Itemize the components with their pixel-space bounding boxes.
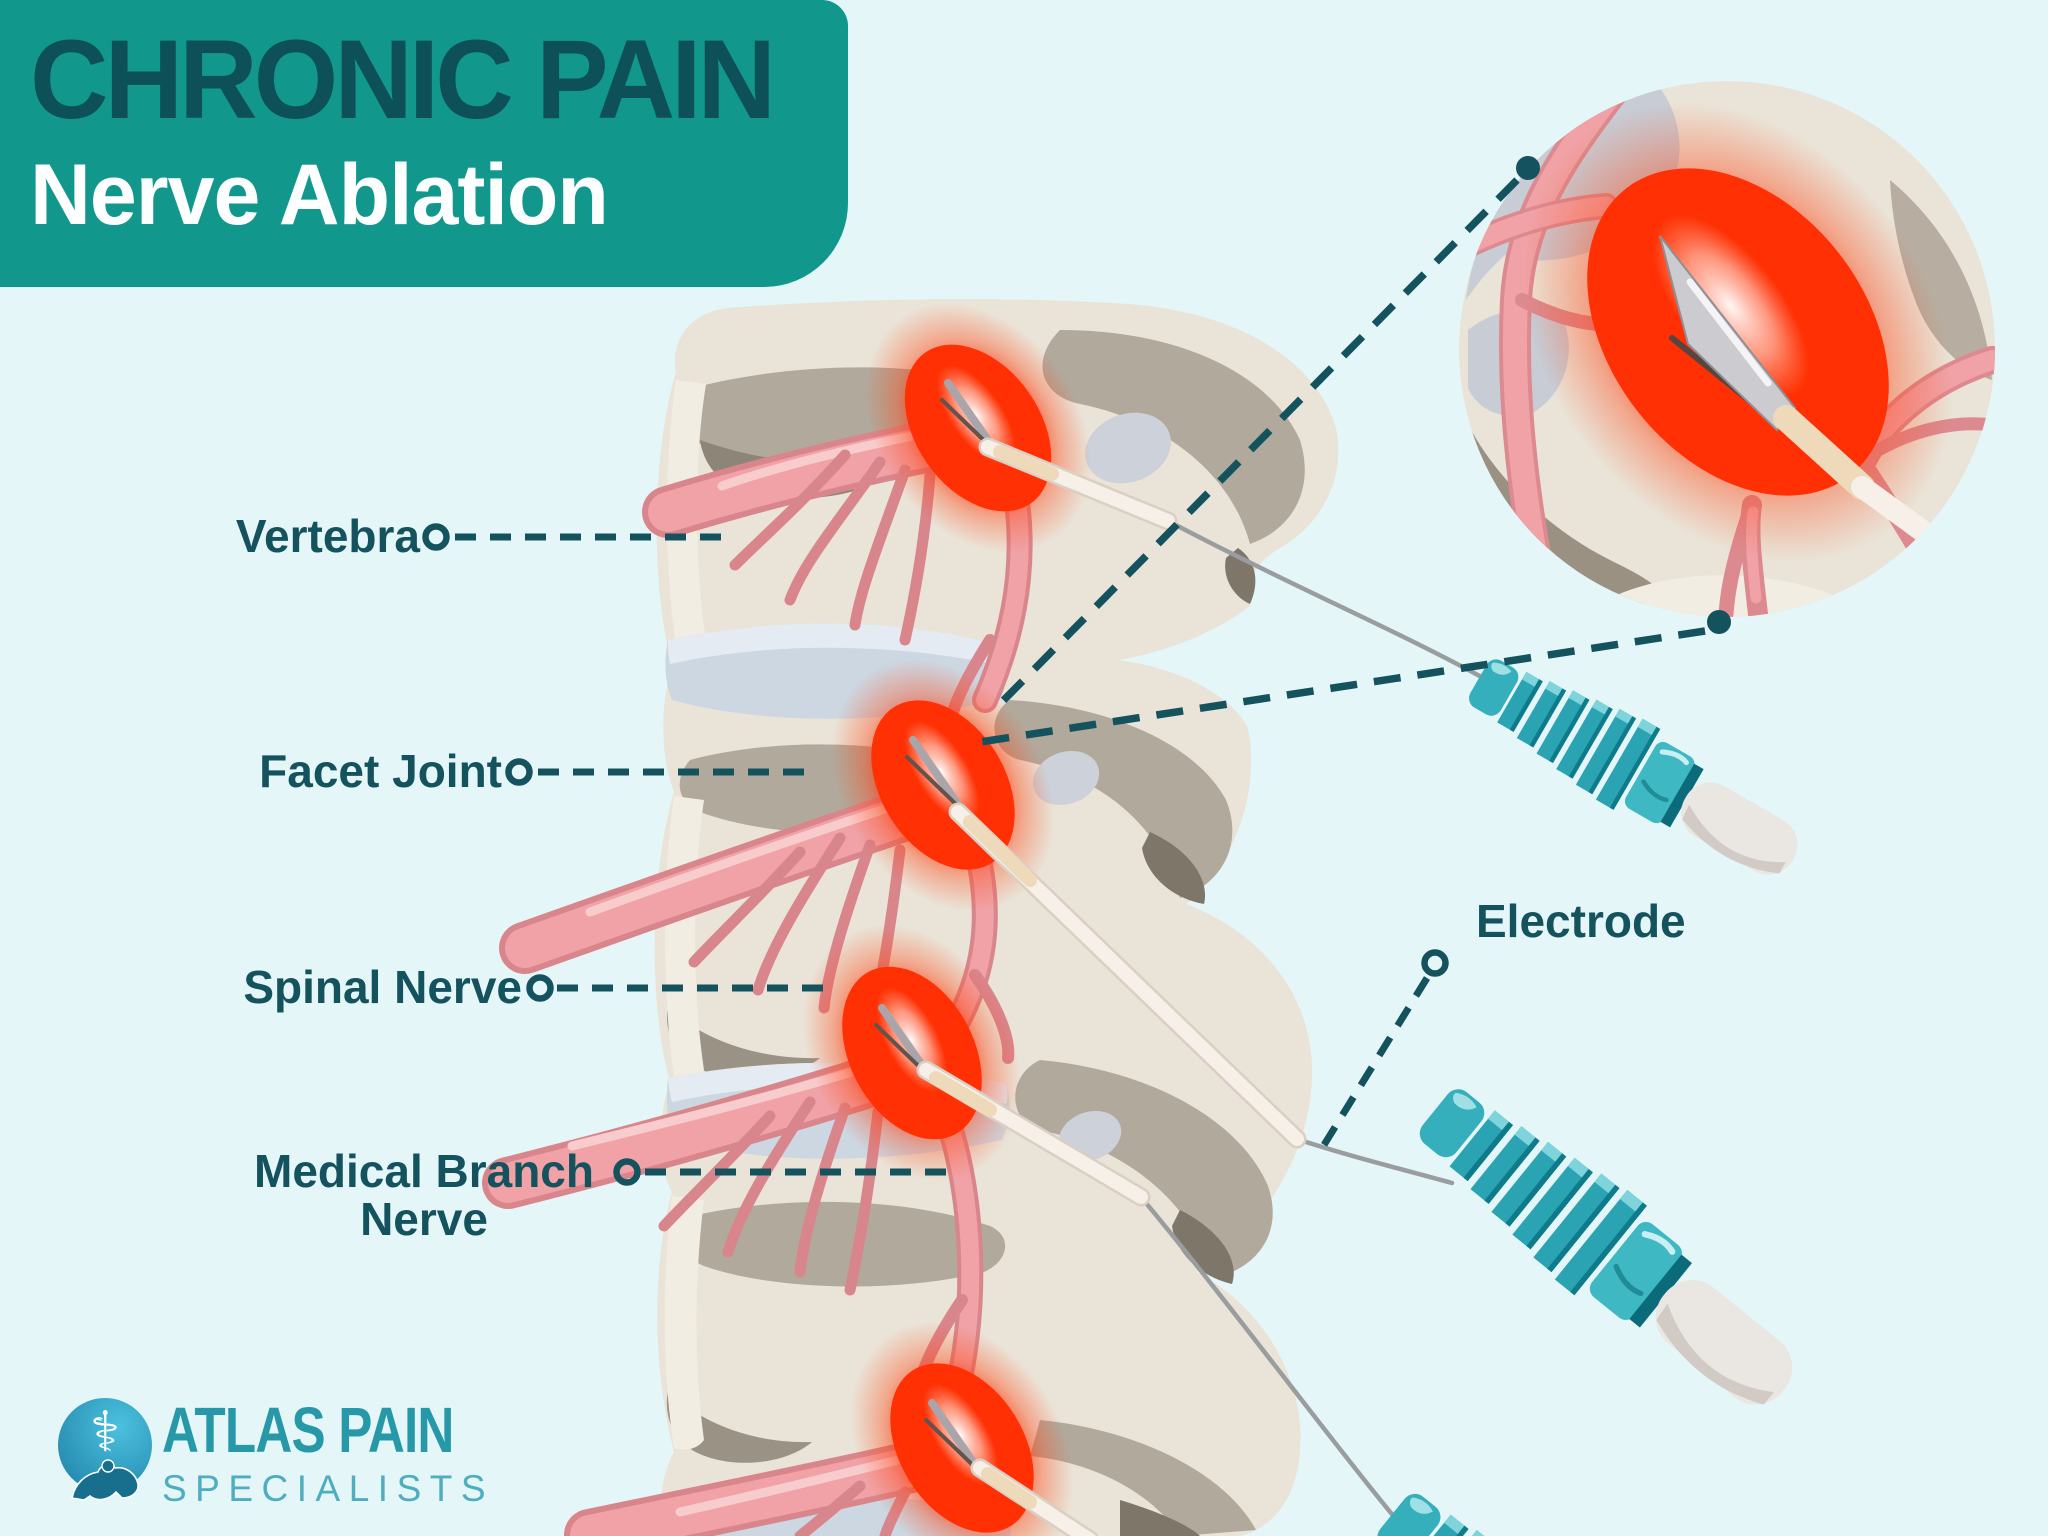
logo-text: ATLAS PAIN SPECIALISTS	[162, 1392, 527, 1510]
logo-subtitle: SPECIALISTS	[162, 1468, 495, 1509]
open-circle-marker	[526, 974, 554, 1002]
label-electrode: Electrode	[1476, 895, 1686, 947]
connector-dot-bottom	[1707, 610, 1731, 634]
label-medial-branch-nerve: Medical Branch Nerve	[228, 1147, 620, 1244]
open-circle-marker	[1421, 949, 1449, 977]
atlas-figure-icon	[71, 1459, 139, 1501]
spine-illustration	[482, 299, 1490, 1536]
label-leader-lines	[455, 533, 1430, 1176]
connector-dot-top	[1516, 156, 1540, 180]
logo-name: ATLAS PAIN	[162, 1394, 454, 1466]
label-spinal-nerve: Spinal Nerve	[243, 961, 522, 1013]
dashed-connector-bottom	[979, 627, 1706, 746]
open-circle-marker	[505, 758, 533, 786]
bone-shading	[664, 330, 1305, 1536]
open-circle-marker	[613, 1158, 641, 1186]
electrode-device-2	[1400, 1064, 1820, 1435]
dashed-connector-top	[991, 177, 1520, 713]
atlas-pain-specialists-logo: ⚕ ATLAS PAIN SPECIALISTS	[58, 1392, 527, 1510]
page-title: CHRONIC PAIN	[30, 17, 776, 142]
electrode-device-3	[1358, 1469, 1769, 1536]
electrode-device-1	[1456, 638, 1817, 900]
magnifier-circle-callout	[1459, 81, 1995, 617]
label-leader-markers	[422, 523, 1449, 1186]
page-subtitle: Nerve Ablation	[30, 147, 609, 243]
caduceus-icon: ⚕	[89, 1400, 121, 1463]
title-banner: CHRONIC PAIN Nerve Ablation	[0, 0, 848, 287]
label-facet-joint: Facet Joint	[259, 745, 502, 797]
label-medial-branch-line1: Medical Branch	[254, 1145, 594, 1197]
leader-electrode	[1316, 976, 1430, 1155]
magnifier-connectors	[979, 156, 1731, 746]
label-vertebra: Vertebra	[235, 510, 420, 562]
rf-needles	[916, 437, 1490, 1536]
logo-badge: ⚕	[58, 1392, 154, 1504]
label-medial-branch-line2: Nerve	[360, 1193, 488, 1246]
open-circle-marker	[422, 523, 450, 551]
